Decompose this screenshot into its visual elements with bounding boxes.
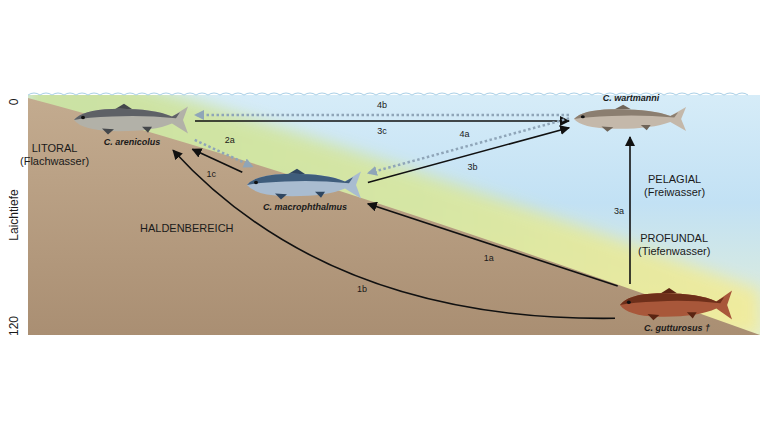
fish-part — [620, 291, 732, 320]
fish-part — [687, 312, 697, 318]
fish-part — [620, 293, 724, 305]
fish-part — [574, 107, 686, 131]
fish-part — [74, 109, 180, 120]
dotted-arrow — [368, 118, 569, 173]
edge-label: 4a — [459, 129, 469, 139]
axis-label: 120 — [7, 316, 21, 336]
fish-eye — [81, 116, 85, 119]
species-name: C. gutturosus † — [644, 323, 710, 334]
solid-arrow — [195, 120, 569, 122]
fish-node: C. arenicolus — [72, 103, 192, 148]
fish-part — [142, 127, 152, 133]
zone-label: LITORAL (Flachwasser) — [20, 142, 89, 168]
solid-arrow — [192, 149, 242, 172]
species-name: C. arenicolus — [104, 137, 161, 148]
lake-bed — [28, 98, 760, 335]
edge-label: 1a — [484, 253, 494, 263]
fish-part — [648, 314, 660, 320]
edge-label: 3b — [467, 162, 477, 172]
fish-part — [74, 106, 188, 133]
species-name: C. wartmanni — [603, 93, 660, 104]
fish-part — [102, 129, 114, 135]
fish-part — [602, 127, 614, 132]
fish-illustration — [572, 104, 690, 134]
axis-label: Laichtiefe — [7, 189, 21, 240]
fish-node: C. gutturosus † — [618, 287, 736, 334]
fish-node: C. wartmanni — [572, 93, 690, 134]
edge-label: 3a — [614, 206, 624, 216]
fish-part — [574, 109, 678, 119]
axis-label: 0 — [7, 99, 21, 106]
fish-illustration — [72, 103, 192, 137]
dotted-arrow — [195, 140, 253, 167]
zone-label: PROFUNDAL (Tiefenwasser) — [638, 232, 710, 258]
edge-label: 2a — [225, 135, 235, 145]
fish-eye — [581, 115, 585, 118]
fish-part — [275, 194, 287, 200]
fish-node: C. macrophthalmus — [245, 168, 365, 213]
solid-arrow — [368, 204, 618, 286]
fish-part — [247, 171, 361, 198]
fish-illustration — [245, 168, 365, 202]
edge-label: 3c — [377, 126, 387, 136]
edge-label: 1c — [207, 169, 217, 179]
fish-part — [315, 192, 325, 198]
edge-label: 1b — [357, 284, 367, 294]
fish-eye — [627, 301, 631, 305]
solid-arrow — [368, 128, 569, 183]
zone-label: HALDENBEREICH — [140, 222, 234, 235]
fish-part — [247, 174, 353, 185]
solid-arrow — [629, 137, 631, 284]
edge-label: 4b — [377, 100, 387, 110]
fish-eye — [254, 181, 258, 184]
fish-illustration — [618, 287, 736, 323]
species-name: C. macrophthalmus — [263, 202, 347, 213]
dotted-arrow — [195, 114, 569, 117]
fish-part — [641, 125, 651, 130]
zone-label: PELAGIAL (Freiwasser) — [644, 173, 705, 199]
